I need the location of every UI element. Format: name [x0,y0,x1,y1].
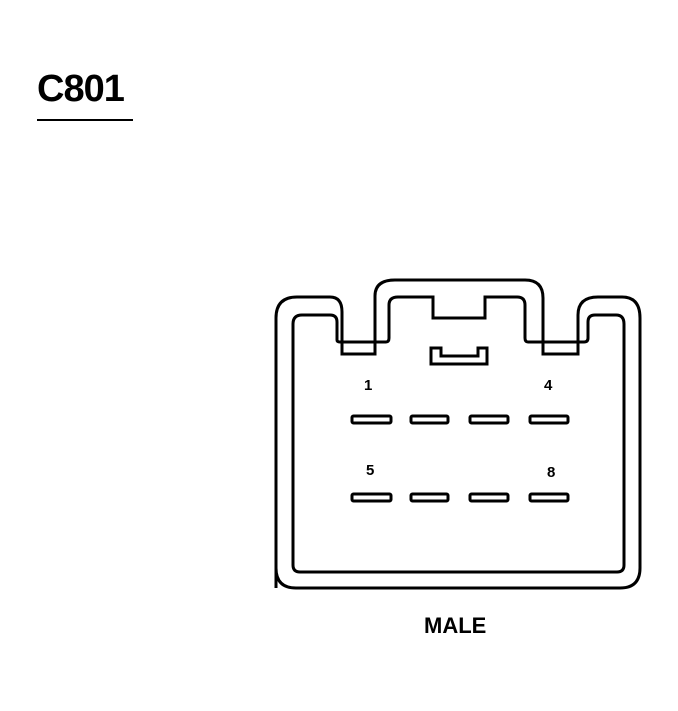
connector-inner-outline [291,295,626,574]
pin-7-terminal [468,492,510,503]
pin-1-label: 1 [364,377,373,394]
connector-outer-outline [274,278,642,590]
pin-8-terminal [528,492,570,503]
pin-5-terminal [350,492,393,503]
pin-3-terminal [468,414,510,425]
connector-gender-label: MALE [424,613,487,638]
pin-8-label: 8 [547,464,556,481]
pin-2-terminal [409,414,450,425]
title-underline [37,119,133,121]
polarization-key [429,346,489,366]
pin-5-label: 5 [366,462,375,479]
pin-4-label: 4 [544,377,553,394]
connector-id-title: C801 [37,68,125,110]
pin-1-terminal [350,414,393,425]
pin-4-terminal [528,414,570,425]
pin-6-terminal [409,492,450,503]
